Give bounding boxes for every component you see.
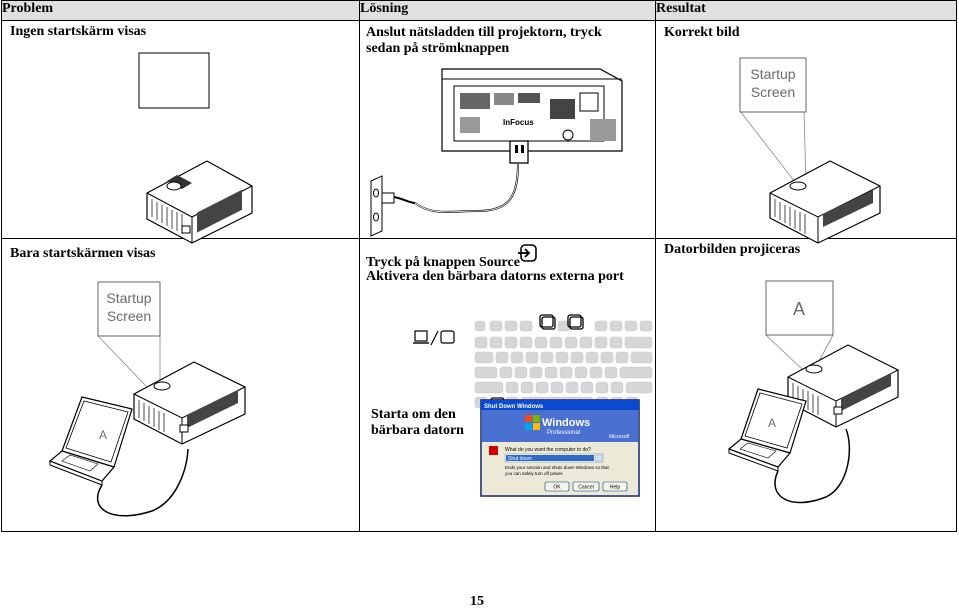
projector-rear-panel: InFocus xyxy=(441,68,623,152)
cancel-button[interactable] xyxy=(572,481,600,492)
projector-icon xyxy=(787,344,899,428)
wall-outlet-icon xyxy=(370,175,416,237)
projected-image-illustration: A A xyxy=(727,280,899,504)
fn-key-icon xyxy=(539,314,556,330)
power-cord-illustration: InFocus xyxy=(370,68,623,237)
ok-button[interactable] xyxy=(544,481,570,492)
blank-screen xyxy=(138,52,210,109)
callout-line-2: Screen xyxy=(107,308,151,324)
blank-screen-projector-illustration xyxy=(138,52,253,244)
projected-screen xyxy=(765,280,834,336)
dialog-brand: Microsoft xyxy=(609,434,630,440)
cancel-button-label: Cancel xyxy=(578,485,594,491)
dialog-edition: Professional xyxy=(547,430,580,436)
solution-line-1: Tryck på knappen Source xyxy=(366,255,520,270)
result-text: Datorbilden projiceras xyxy=(664,242,801,257)
dialog-description-1: Ends your session and shuts down Windows… xyxy=(505,465,610,470)
startup-screen xyxy=(739,57,807,113)
restart-line-2: bärbara datorn xyxy=(371,423,464,438)
power-icon xyxy=(489,446,498,455)
dialog-title: Shut Down Windows xyxy=(484,404,544,410)
laptop-screen-letter: A xyxy=(768,416,776,430)
help-button-label: Help xyxy=(610,485,621,491)
header-row: Problem Lösning Resultat xyxy=(1,0,957,21)
projector-brand: InFocus xyxy=(503,118,534,127)
troubleshooting-table: Problem Lösning Resultat Ingen startskär… xyxy=(1,0,957,532)
laptop-icon: A xyxy=(48,396,133,486)
problem-text: Ingen startskärm visas xyxy=(10,24,147,39)
source-button-icon xyxy=(518,244,537,262)
solution-line-1: Anslut nätsladden till projektorn, tryck xyxy=(366,25,602,40)
windows-flag-icon xyxy=(525,415,540,430)
table-row: Ingen startskärm visas xyxy=(1,20,957,244)
page-number: 15 xyxy=(470,594,484,609)
startup-screen xyxy=(97,281,161,337)
video-cable xyxy=(96,448,189,517)
dialog-description-2: you can safely turn off power. xyxy=(505,471,563,476)
solution-cell: Anslut nätsladden till projektorn, tryck… xyxy=(359,20,656,239)
problem-cell: Ingen startskärm visas xyxy=(1,20,360,244)
keyboard xyxy=(474,320,653,409)
help-button[interactable] xyxy=(602,481,628,492)
solution-line-2: sedan på strömknappen xyxy=(366,41,510,56)
startup-screen-illustration: Startup Screen xyxy=(739,57,881,244)
restart-line-1: Starta om den xyxy=(371,407,456,422)
header-result: Resultat xyxy=(655,0,957,21)
callout-line-1: Startup xyxy=(106,290,151,306)
chevron-down-icon[interactable] xyxy=(594,454,603,462)
shutdown-option-value: Shut down xyxy=(508,456,532,462)
result-cell: Datorbilden projiceras A xyxy=(655,238,957,532)
result-screen-letter: A xyxy=(793,299,805,319)
solution-line-2: Aktivera den bärbara datorns externa por… xyxy=(366,269,624,284)
shutdown-dialog: Shut Down Windows Windows Professional M… xyxy=(480,399,640,497)
video-cable xyxy=(774,428,851,504)
problem-cell: Bara startskärmen visas Startup Screen xyxy=(1,238,360,532)
table-row: Bara startskärmen visas Startup Screen xyxy=(1,238,957,532)
dialog-product: Windows xyxy=(542,417,590,429)
header-solution: Lösning xyxy=(359,0,656,21)
startup-screen-laptop-illustration: Startup Screen xyxy=(48,281,246,517)
laptop-icon: A xyxy=(727,388,807,472)
solution-cell: Tryck på knappen Source Aktivera den bär… xyxy=(359,238,656,532)
ok-button-label: OK xyxy=(553,485,561,491)
laptop-screen-letter: A xyxy=(99,428,107,442)
projector-icon xyxy=(133,361,246,445)
callout-line-2: Screen xyxy=(751,84,795,100)
dialog-question: What do you want the computer to do? xyxy=(505,447,591,453)
power-plug-icon xyxy=(414,140,529,213)
display-key-icon xyxy=(567,314,584,330)
problem-text: Bara startskärmen visas xyxy=(10,246,156,261)
result-cell: Korrekt bild Startup Screen xyxy=(655,20,957,244)
monitor-toggle-icon xyxy=(413,330,455,346)
header-problem: Problem xyxy=(1,0,360,21)
result-text: Korrekt bild xyxy=(664,25,740,40)
projector-icon xyxy=(146,160,253,244)
projector-icon xyxy=(769,160,881,244)
callout-line-1: Startup xyxy=(750,66,795,82)
dialog-titlebar xyxy=(481,400,639,410)
